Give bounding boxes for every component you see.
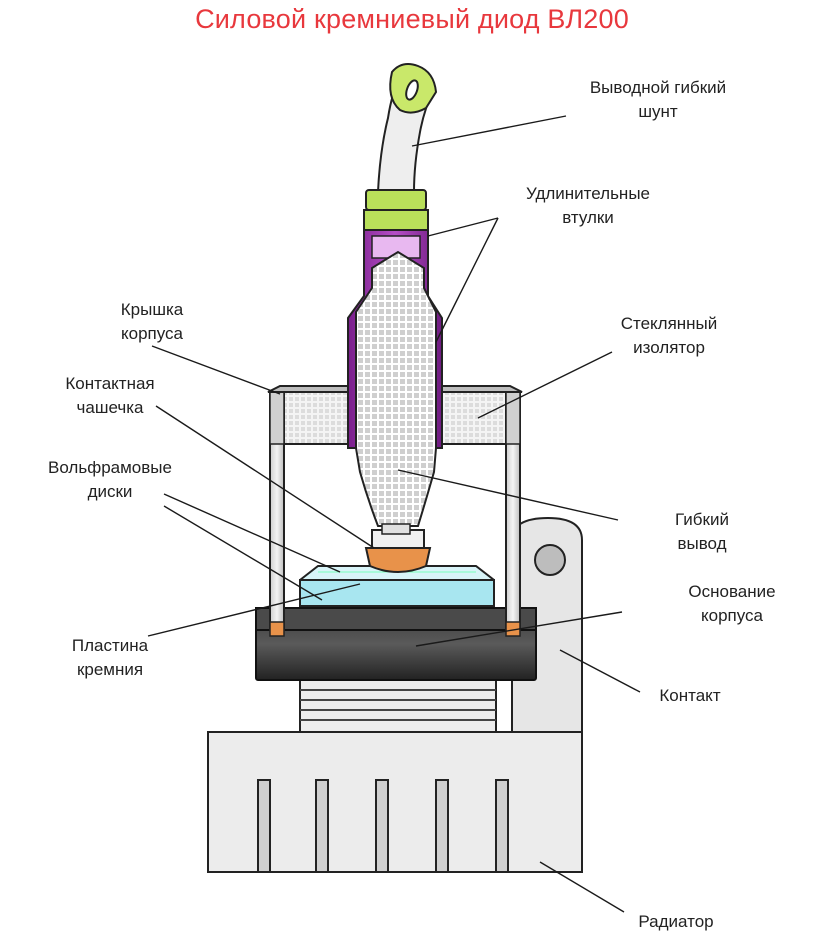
diagram-title: Силовой кремниевый диод ВЛ200	[195, 4, 629, 34]
label-cup-line2: чашечка	[76, 398, 144, 417]
label-glass-line1: Стеклянный	[620, 314, 718, 333]
label-tungsten-line2: диски	[87, 482, 133, 501]
label-flex-line1: Гибкий	[675, 510, 729, 529]
flexible-lead	[355, 250, 437, 535]
label-lid-line1: Крышка	[120, 300, 184, 319]
radiator	[207, 731, 583, 873]
label-tungsten-discs: Вольфрамовые диски	[22, 456, 198, 504]
leader-cup	[155, 405, 375, 549]
leader-tungsten-b	[163, 505, 323, 601]
label-glass-line2: изолятор	[633, 338, 705, 357]
label-silicon-line2: кремния	[76, 660, 144, 679]
label-contact-line1: Контакт	[659, 686, 721, 705]
label-shunt-line1: Выводной гибкий	[589, 78, 727, 97]
label-contact-cup: Контактная чашечка	[48, 372, 172, 420]
label-sleeves-line1: Удлинительные	[525, 184, 650, 203]
output-shunt	[365, 63, 438, 211]
label-tungsten-line1: Вольфрамовые	[48, 458, 172, 477]
label-contact: Контакт	[640, 684, 740, 708]
leader-shunt	[411, 115, 567, 147]
leader-contact	[559, 649, 641, 693]
leader-radiator	[539, 861, 625, 913]
label-radiator-line1: Радиатор	[638, 912, 714, 931]
label-silicon-plate: Пластина кремния	[52, 634, 168, 682]
leader-sleeves-b	[435, 217, 499, 343]
label-extension-sleeves: Удлинительные втулки	[496, 182, 680, 230]
label-base-line1: Основание	[688, 582, 776, 601]
label-glass-insulator: Стеклянный изолятор	[598, 312, 740, 360]
base-ring	[255, 607, 537, 681]
label-output-shunt: Выводной гибкий шунт	[560, 76, 756, 124]
leader-silicon	[147, 583, 361, 637]
leader-sleeves-a	[427, 217, 499, 237]
silicon-stack	[299, 565, 495, 607]
label-cup-line1: Контактная	[65, 374, 155, 393]
leader-glass	[477, 351, 613, 419]
label-base-line2: корпуса	[700, 606, 763, 625]
label-radiator: Радиатор	[620, 910, 732, 934]
label-sleeves-line2: втулки	[562, 208, 614, 227]
label-housing-lid: Крышка корпуса	[96, 298, 208, 346]
label-lid-line2: корпуса	[120, 324, 183, 343]
leader-tungsten-a	[163, 493, 341, 573]
threaded-stud	[299, 679, 497, 733]
label-silicon-line1: Пластина	[71, 636, 149, 655]
radiator-fins	[257, 779, 509, 873]
contact-cup	[364, 529, 432, 573]
leader-flex	[397, 469, 619, 521]
leader-lines	[147, 115, 641, 913]
leader-lid	[151, 345, 281, 395]
leader-base	[415, 611, 623, 647]
label-flexible-lead: Гибкий вывод	[656, 508, 748, 556]
label-housing-base: Основание корпуса	[664, 580, 800, 628]
label-shunt-line2: шунт	[638, 102, 678, 121]
label-flex-line2: вывод	[677, 534, 727, 553]
